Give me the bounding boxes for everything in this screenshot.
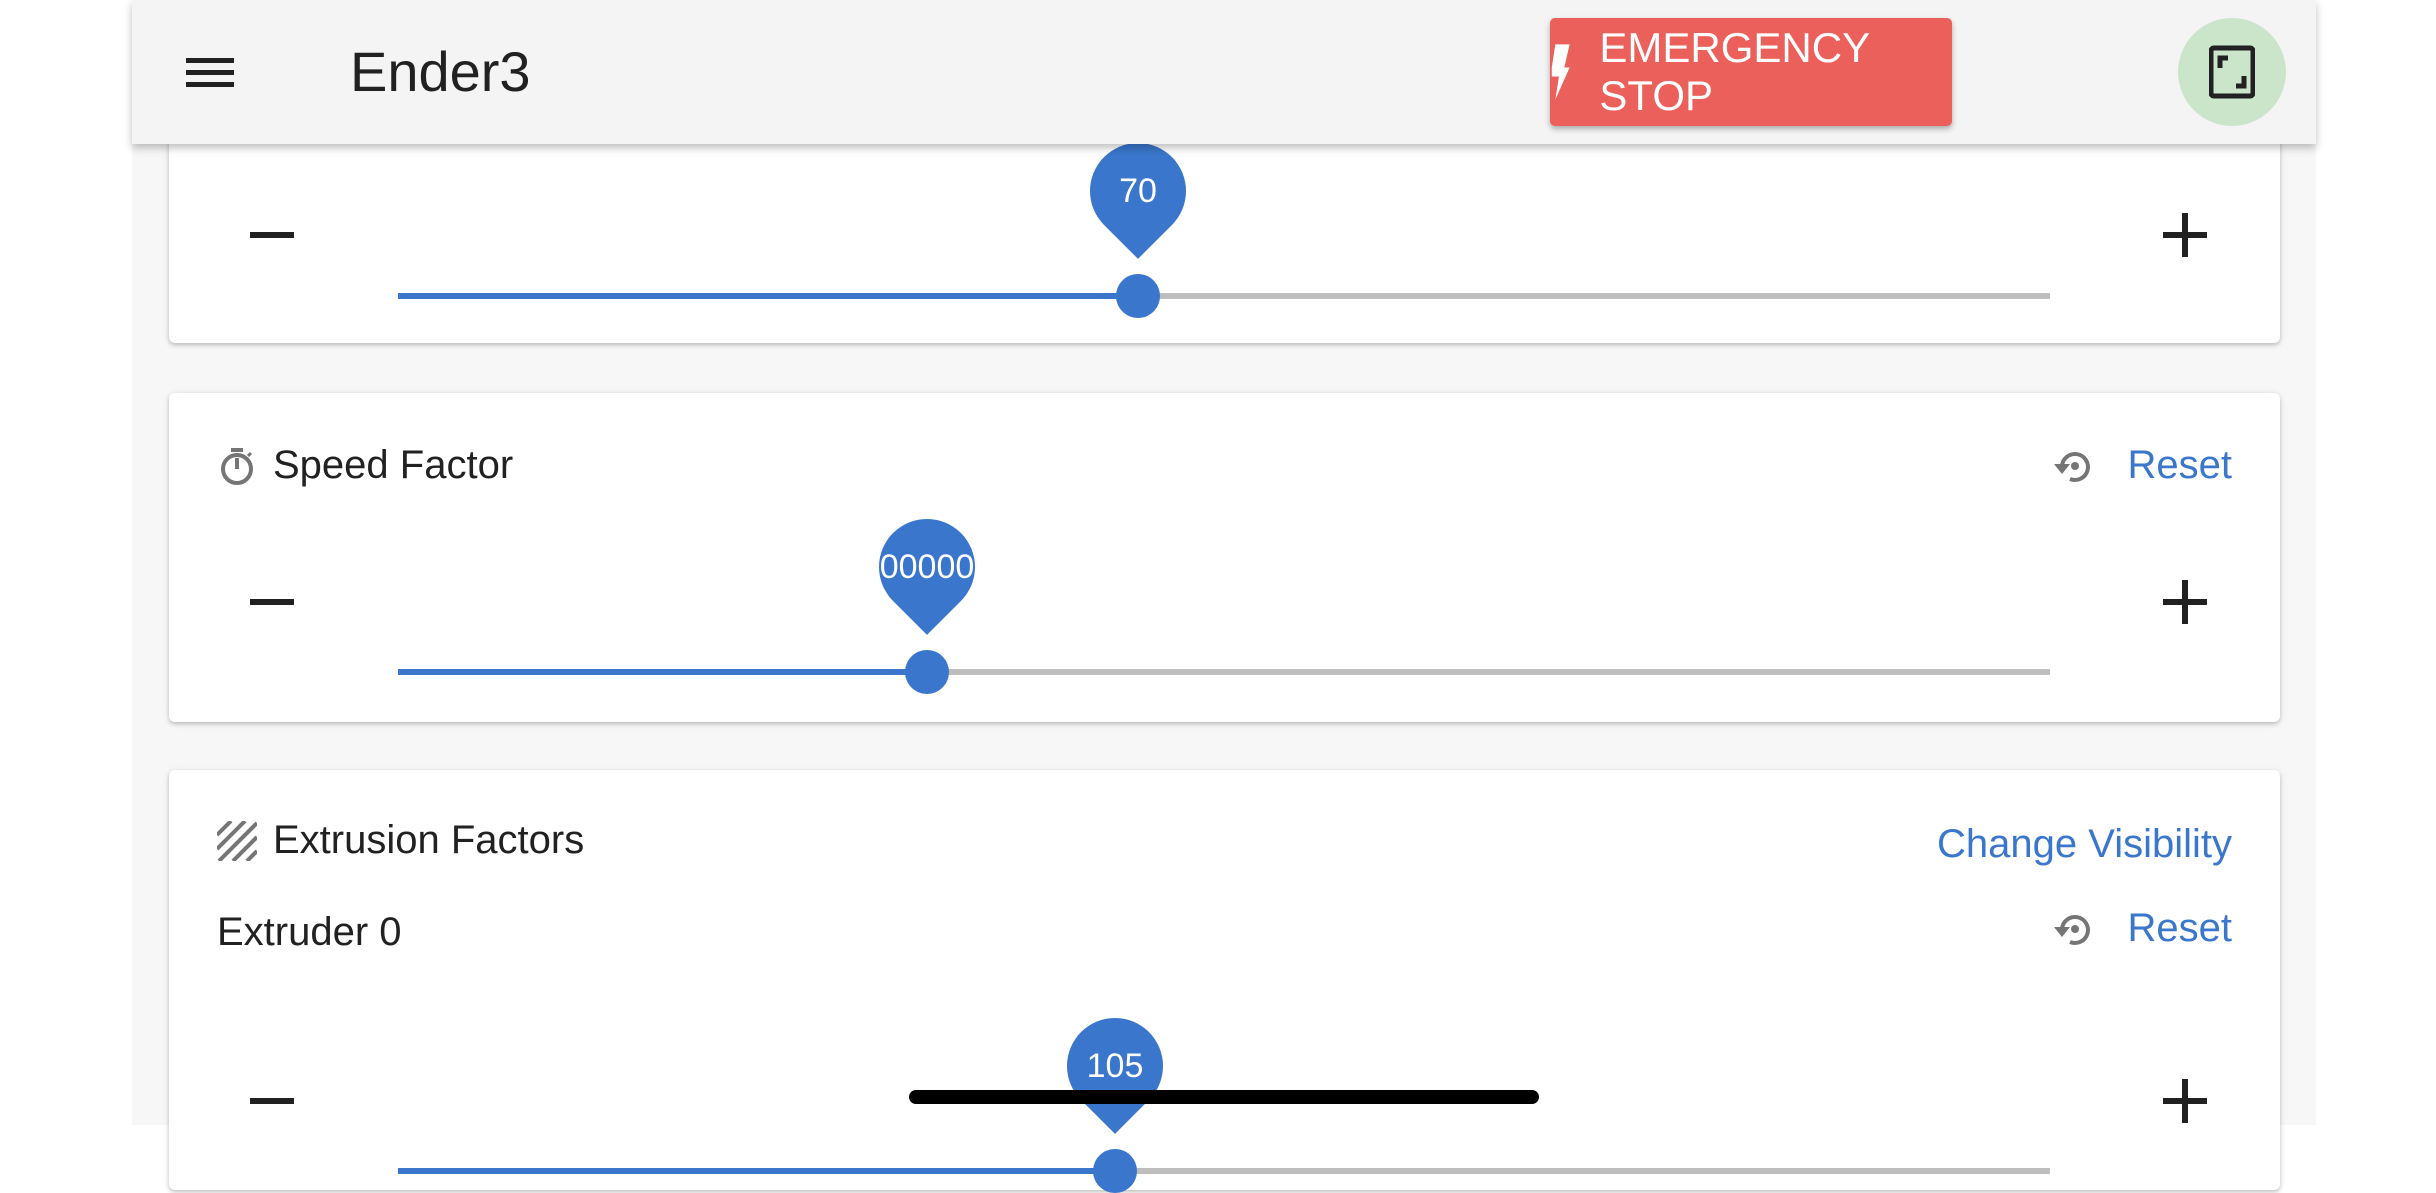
plus-icon — [2163, 213, 2207, 257]
extruder-slider-thumb[interactable] — [1092, 1149, 1137, 1193]
app-bar: Ender3 EMERGENCY STOP — [132, 0, 2316, 144]
minus-icon — [250, 1098, 294, 1104]
speed-slider-thumb[interactable] — [904, 650, 949, 694]
slider-fill — [398, 293, 1139, 299]
extruder-reset-button[interactable]: Reset — [2052, 906, 2233, 951]
timer-icon — [221, 447, 253, 485]
increase-button[interactable] — [2155, 205, 2215, 265]
lightning-bolt-icon — [1551, 44, 1570, 100]
minus-icon — [250, 599, 294, 605]
restore-icon — [2053, 451, 2090, 482]
fullscreen-button[interactable] — [2178, 18, 2286, 126]
emergency-stop-label: EMERGENCY STOP — [1599, 24, 1870, 119]
emergency-stop-button[interactable]: EMERGENCY STOP — [1550, 18, 1952, 126]
extrusion-factors-card: Extrusion Factors Change Visibility Extr… — [169, 770, 2280, 1193]
reset-label: Reset — [2127, 443, 2233, 487]
extruder-decrease-button[interactable] — [242, 1071, 302, 1131]
speed-slider-track[interactable]: 00000 — [398, 499, 2050, 694]
menu-button[interactable] — [180, 42, 240, 102]
speed-factor-card: Speed Factor Reset 00000 — [169, 393, 2280, 722]
slider-fill — [398, 669, 927, 675]
extrusion-factors-title: Extrusion Factors — [273, 818, 585, 862]
plus-icon — [2163, 1079, 2207, 1123]
texture-hatch-icon — [217, 820, 257, 861]
slider-value-bubble: 105 — [1047, 998, 1183, 1134]
extruder-label: Extruder 0 — [217, 910, 402, 954]
speed-factor-reset-button[interactable]: Reset — [2052, 443, 2233, 488]
slider-thumb[interactable] — [1116, 274, 1161, 318]
decrease-button[interactable] — [242, 205, 302, 265]
speed-factor-header: Speed Factor — [217, 443, 513, 488]
speed-factor-title: Speed Factor — [273, 443, 514, 487]
plus-icon — [2163, 580, 2207, 624]
speed-value: 00000 — [879, 547, 974, 586]
reset-label: Reset — [2127, 906, 2233, 950]
speed-decrease-button[interactable] — [242, 572, 302, 632]
slider-value-bubble: 00000 — [858, 499, 995, 635]
minus-icon — [250, 232, 294, 238]
app-title: Ender3 — [350, 40, 531, 103]
change-visibility-link[interactable]: Change Visibility — [1937, 822, 2232, 866]
slider-track[interactable]: 70 — [398, 123, 2050, 318]
home-indicator[interactable] — [909, 1090, 1539, 1104]
extruder-increase-button[interactable] — [2155, 1071, 2215, 1131]
extruder-slider-track[interactable]: 105 — [398, 998, 2050, 1193]
extrusion-factors-header: Extrusion Factors — [217, 818, 584, 863]
slider-fill — [398, 1168, 1115, 1174]
hamburger-menu-icon — [186, 58, 234, 87]
speed-increase-button[interactable] — [2155, 572, 2215, 632]
restore-icon — [2053, 914, 2090, 945]
slider-value: 70 — [1119, 171, 1157, 210]
fullscreen-icon — [2209, 45, 2255, 99]
